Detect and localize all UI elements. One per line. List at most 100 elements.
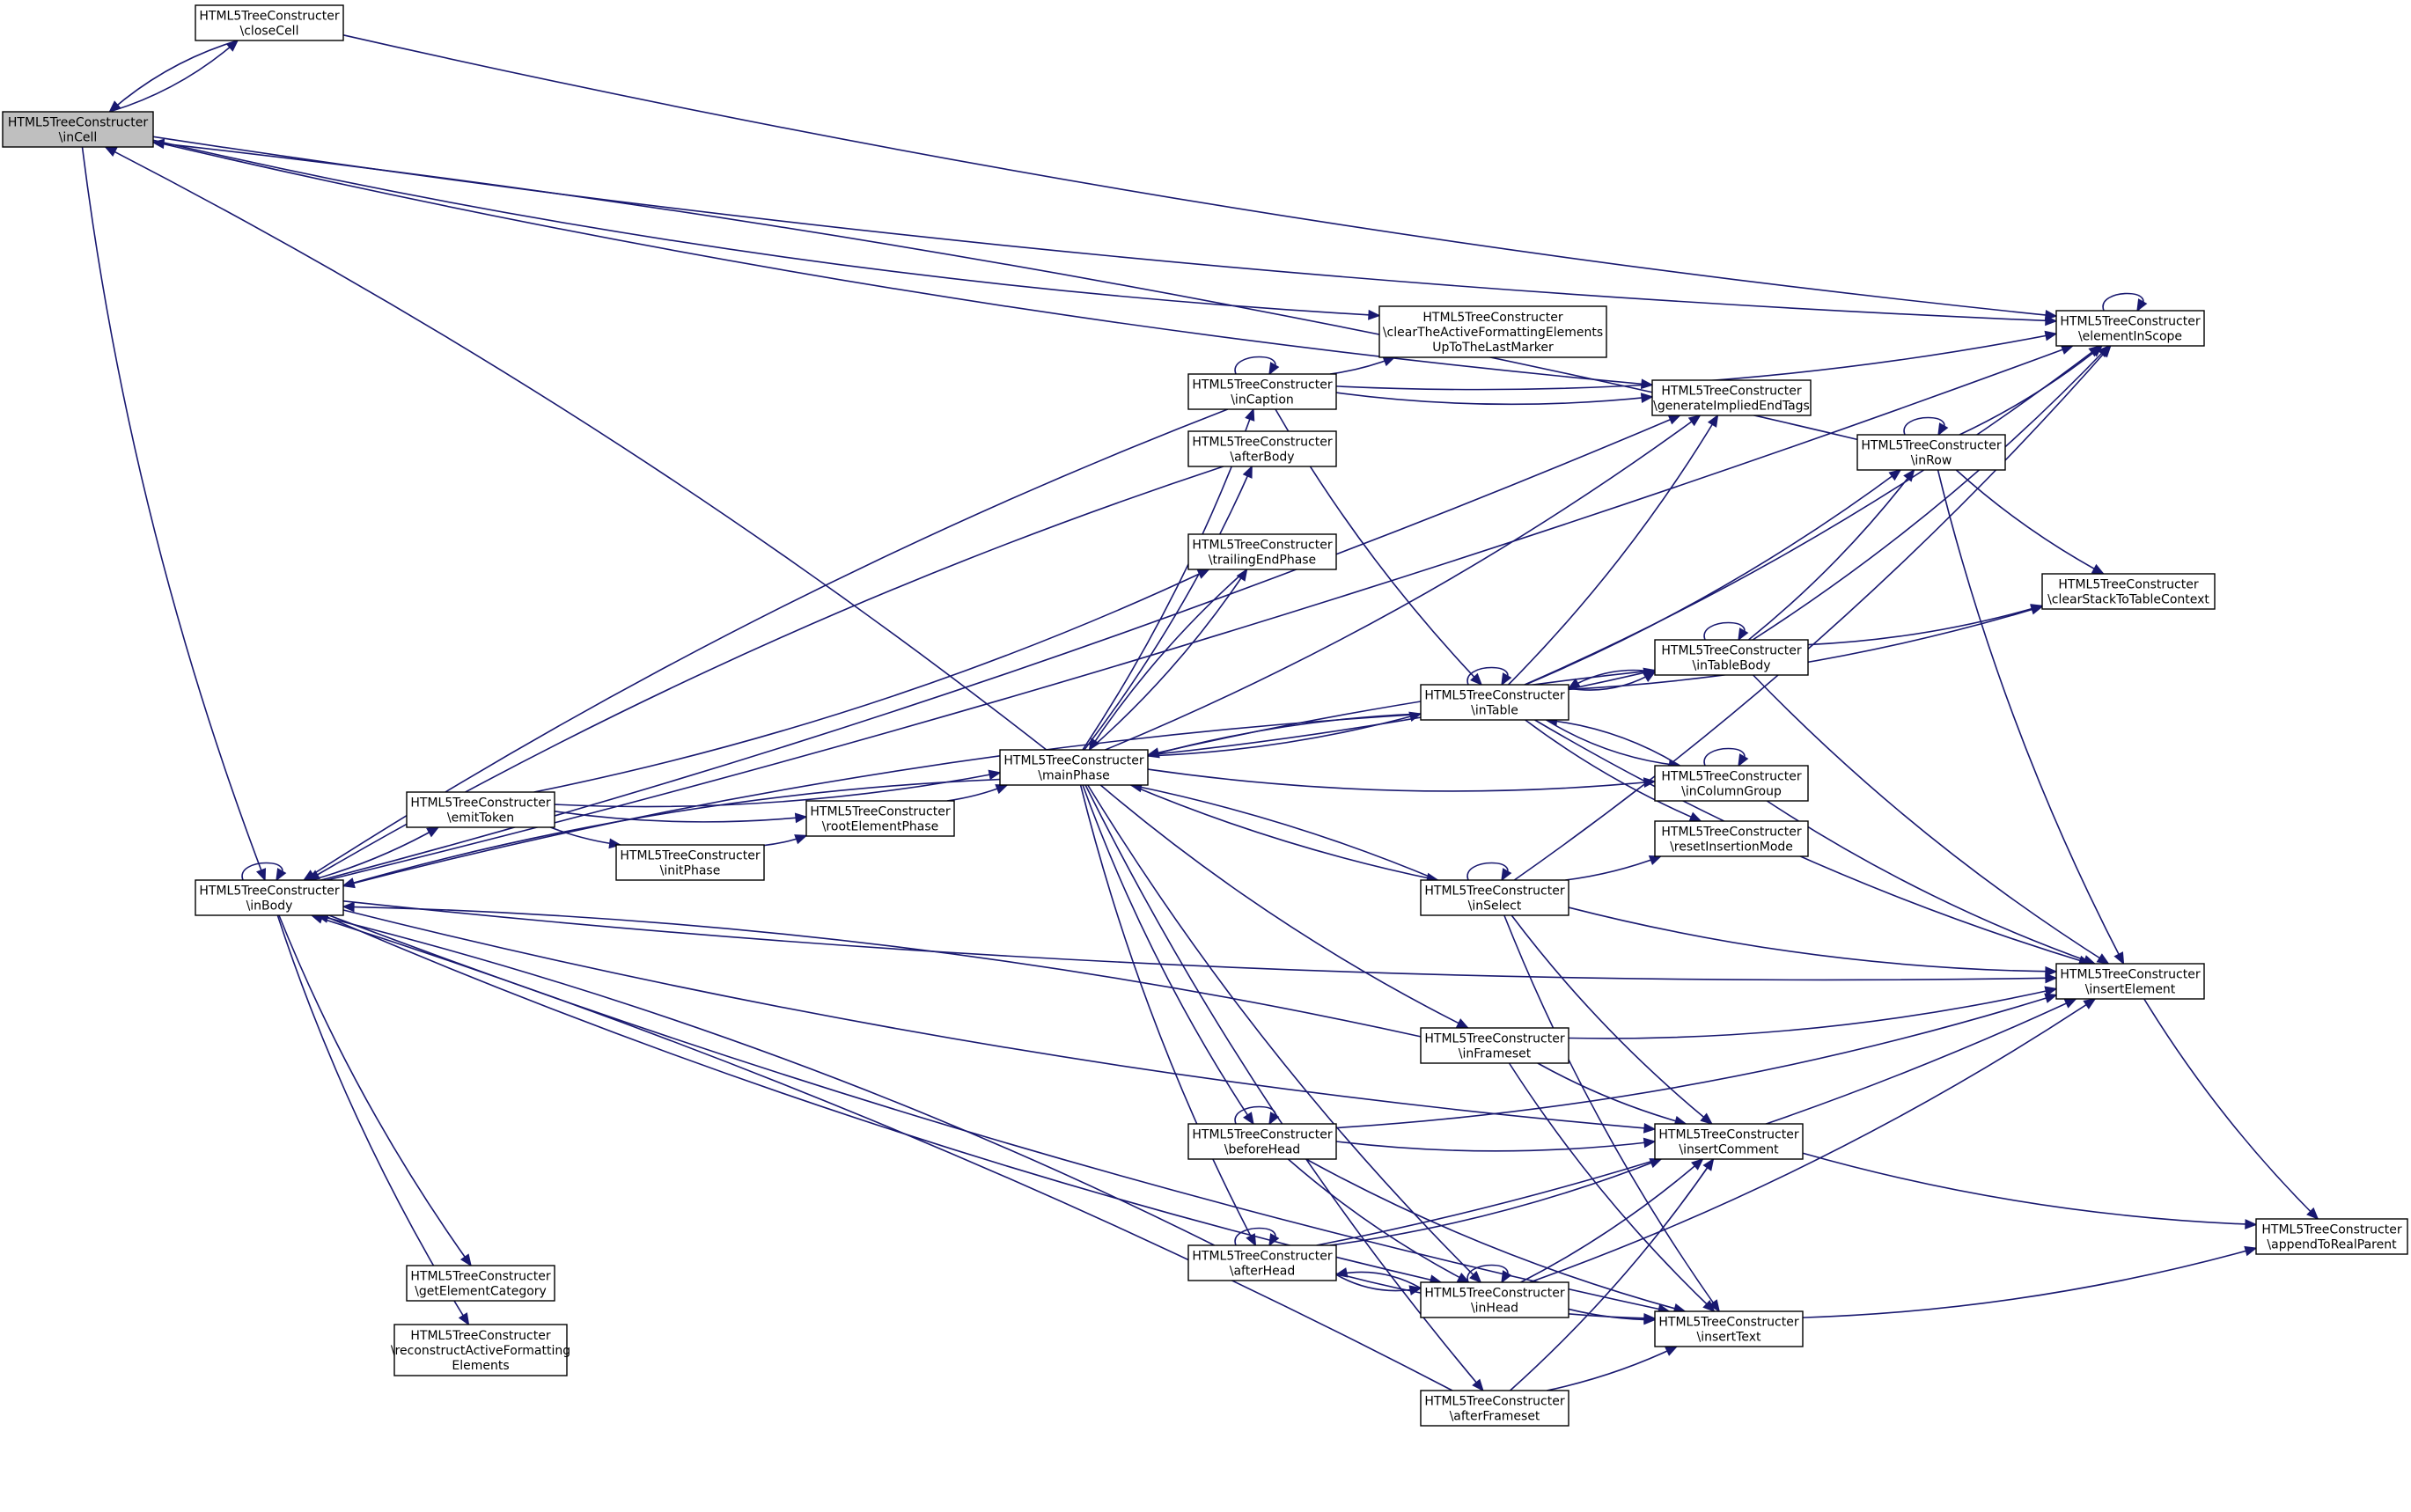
node-generateImplied[interactable]: HTML5TreeConstructer\generateImpliedEndT… [1651,379,1812,416]
edge-line [1802,1247,2257,1318]
node-clearStack[interactable]: HTML5TreeConstructer\clearStackToTableCo… [2041,573,2216,610]
node-appendToReal[interactable]: HTML5TreeConstructer\appendToRealParent [2255,1218,2408,1255]
node-insertComment[interactable]: HTML5TreeConstructer\insertComment [1654,1123,1804,1160]
edge-line [311,914,1453,1391]
edge-line [1546,719,1680,767]
node-resetInsertion[interactable]: HTML5TreeConstructer\resetInsertionMode [1654,820,1809,857]
edge-line [1565,855,1661,881]
node-insertElement[interactable]: HTML5TreeConstructer\insertElement [2055,963,2205,1000]
node-label-line: HTML5TreeConstructer [1422,311,1562,325]
node-closeCell[interactable]: HTML5TreeConstructer\closeCell [195,4,344,41]
node-box[interactable] [1187,533,1337,570]
node-box[interactable] [1654,1310,1804,1347]
node-box[interactable] [1187,373,1337,410]
node-box[interactable] [1420,879,1569,916]
arrowhead-icon [459,1253,472,1267]
node-insertText[interactable]: HTML5TreeConstructer\insertText [1654,1310,1804,1347]
node-trailingEnd[interactable]: HTML5TreeConstructer\trailingEndPhase [1187,533,1337,570]
node-afterBody[interactable]: HTML5TreeConstructer\afterBody [1187,430,1337,467]
node-box[interactable] [999,749,1149,786]
node-box[interactable] [1420,1281,1569,1318]
node-inCell[interactable]: HTML5TreeConstructer\inCell [2,111,154,148]
edge-inBody-to-insertElement [342,899,2058,984]
arrowhead-icon [2091,563,2106,575]
node-inSelect[interactable]: HTML5TreeConstructer\inSelect [1420,879,1569,916]
node-box[interactable] [1651,379,1812,416]
edge-line [1088,569,1248,751]
arrowhead-icon [1640,378,1654,390]
node-afterFrameset[interactable]: HTML5TreeConstructer\afterFrameset [1420,1390,1569,1427]
node-label-line: HTML5TreeConstructer [1424,1032,1564,1046]
node-inCaption[interactable]: HTML5TreeConstructer\inCaption [1187,373,1337,410]
node-box[interactable] [1187,1244,1337,1281]
node-inRow[interactable]: HTML5TreeConstructer\inRow [1856,434,2006,471]
edge-afterHead-to-inBody [315,913,1215,1246]
edge-line [1105,415,1701,751]
node-box[interactable] [406,791,555,828]
node-inFrameset[interactable]: HTML5TreeConstructer\inFrameset [1420,1027,1569,1064]
arrowhead-icon [1268,1112,1280,1126]
node-box[interactable] [1420,1027,1569,1064]
node-box[interactable] [1654,820,1809,857]
node-label-line: \inBody [246,899,293,914]
node-getElementCategory[interactable]: HTML5TreeConstructer\getElementCategory [406,1265,555,1302]
node-afterHead[interactable]: HTML5TreeConstructer\afterHead [1187,1244,1337,1281]
edge-afterFrameset-to-insertComment [1510,1157,1715,1391]
edge-line [152,141,1653,386]
edge-line [1508,1062,1716,1312]
node-reconstruct[interactable]: HTML5TreeConstructer\reconstructActiveFo… [391,1324,570,1376]
node-box[interactable] [195,879,344,916]
edge-line [1084,784,1484,1391]
node-box[interactable] [805,800,955,837]
arrowhead-icon [1643,1123,1657,1134]
node-elementInScope[interactable]: HTML5TreeConstructer\elementInScope [2055,310,2205,347]
node-box[interactable] [615,844,765,881]
node-label-line: HTML5TreeConstructer [1661,770,1801,784]
node-box[interactable] [393,1324,568,1376]
node-box[interactable] [1420,684,1569,721]
node-inBody[interactable]: HTML5TreeConstructer\inBody [195,879,344,916]
edge-inCell-to-inBody [81,146,267,882]
node-box[interactable] [2255,1218,2408,1255]
edge-mainPhase-to-inTableBody [1147,667,1657,756]
edge-inBody-to-insertComment [342,909,1657,1134]
node-box[interactable] [1856,434,2006,471]
edges-layer [81,34,2319,1392]
arrowhead-icon [2082,955,2097,965]
arrowhead-icon [1501,868,1512,882]
node-box[interactable] [1654,765,1809,802]
node-box[interactable] [1654,639,1809,676]
node-box[interactable] [1187,1123,1337,1160]
node-label-line: \insertComment [1679,1143,1779,1157]
edge-inTable-to-inColumnGroup [1546,719,1682,770]
node-beforeHead[interactable]: HTML5TreeConstructer\beforeHead [1187,1123,1337,1160]
node-emitToken[interactable]: HTML5TreeConstructer\emitToken [406,791,555,828]
node-rootElement[interactable]: HTML5TreeConstructer\rootElementPhase [805,800,955,837]
node-box[interactable] [1654,1123,1804,1160]
node-mainPhase[interactable]: HTML5TreeConstructer\mainPhase [999,749,1149,786]
node-inTableBody[interactable]: HTML5TreeConstructer\inTableBody [1654,639,1809,676]
node-box[interactable] [2,111,154,148]
node-box[interactable] [406,1265,555,1302]
node-clearActive[interactable]: HTML5TreeConstructer\clearTheActiveForma… [1378,305,1607,358]
edge-line [342,778,1001,887]
node-box[interactable] [2041,573,2216,610]
node-box[interactable] [2055,310,2205,347]
edge-inTable-to-generateImplied [1507,414,1719,686]
node-inHead[interactable]: HTML5TreeConstructer\inHead [1420,1281,1569,1318]
edge-inSelect-to-inSelect [1466,862,1512,882]
edge-inRow-to-insertElement [1937,469,2125,965]
node-box[interactable] [1187,430,1337,467]
node-inColumnGroup[interactable]: HTML5TreeConstructer\inColumnGroup [1654,765,1809,802]
edge-inBody-to-inBody [241,862,287,882]
node-box[interactable] [1420,1390,1569,1427]
node-box[interactable] [2055,963,2205,1000]
node-inTable[interactable]: HTML5TreeConstructer\inTable [1420,684,1569,721]
edge-line [1082,784,1254,1125]
edge-rootElement-to-mainPhase [946,784,1009,802]
node-label-line: HTML5TreeConstructer [2058,578,2198,592]
node-initPhase[interactable]: HTML5TreeConstructer\initPhase [615,844,765,881]
node-box[interactable] [195,4,344,41]
node-box[interactable] [1378,305,1607,358]
node-label-line: \appendToRealParent [2267,1238,2397,1252]
